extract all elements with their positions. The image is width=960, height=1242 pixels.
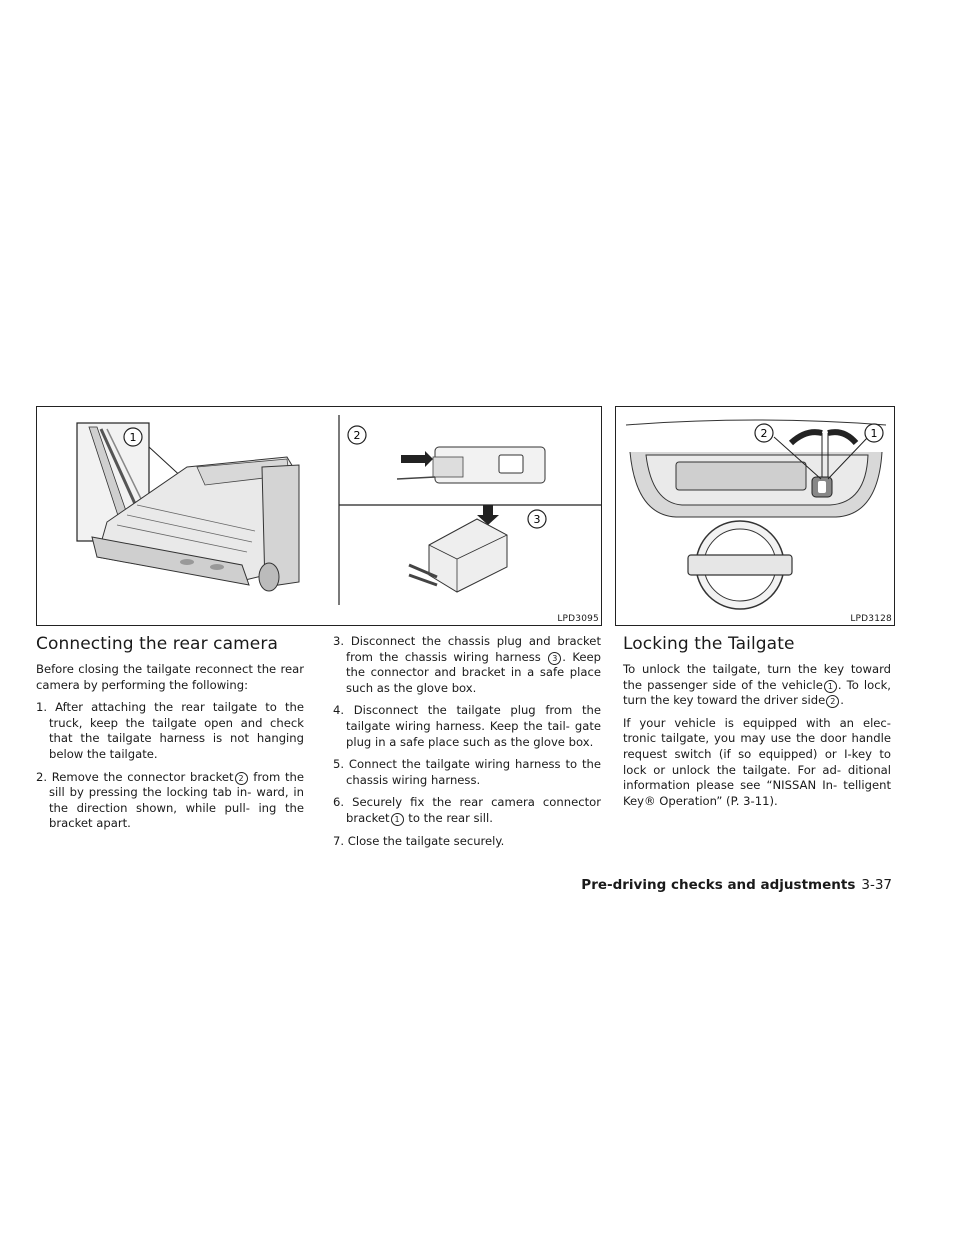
electronic-tailgate-paragraph: If your vehicle is equipped with an elec… [623,715,891,808]
figure-code: LPD3128 [850,614,892,624]
tailgate-handle-illustration: 2 1 [625,419,887,610]
step-7: 7. Close the tailgate securely. [333,833,505,848]
section-title: Connecting the rear camera [36,634,278,654]
footer-section-title: Pre-driving checks and adjustments [581,877,856,893]
callout-1: 1 [871,427,878,440]
ref-badge: 3 [548,651,562,665]
ref-badge: 2 [234,771,248,785]
callout-2: 2 [761,427,768,440]
section-connecting-camera: Connecting the rear camera Before closin… [36,634,304,839]
page-footer: Pre-driving checks and adjustments 3-37 [581,877,892,893]
figure-code: LPD3095 [557,614,599,624]
figure-rear-camera-connection: 1 2 3 LPD3095 [36,406,602,626]
locking-paragraph: To unlock the tailgate, turn the key tow… [623,662,891,709]
step-6: 6. Securely fix the rear camera connecto… [333,795,601,826]
section-connecting-camera-continued: 3. Disconnect the chassis plug and brack… [333,634,601,856]
step-1: 1. After attaching the rear tailgate to … [36,700,304,761]
callout-1: 1 [130,431,137,444]
section-locking-tailgate: Locking the Tailgate To unlock the tailg… [623,634,891,816]
tailgate-illustration: 1 2 3 [76,415,601,605]
step-4: 4. Disconnect the tailgate plug from the… [333,703,601,749]
step-3: 3. Disconnect the chassis plug and brack… [333,634,601,695]
page-number: 3-37 [861,877,892,893]
ref-badge: 1 [823,679,837,693]
callout-3: 3 [534,513,541,526]
ref-badge: 1 [390,812,404,826]
figure-tailgate-lock: 2 1 LPD3128 [615,406,895,626]
ref-badge: 2 [826,695,840,709]
intro-text: Before closing the tailgate reconnect th… [36,662,304,692]
step-5: 5. Connect the tailgate wiring harness t… [333,757,601,787]
section-title: Locking the Tailgate [623,634,795,654]
callout-2: 2 [354,429,361,442]
